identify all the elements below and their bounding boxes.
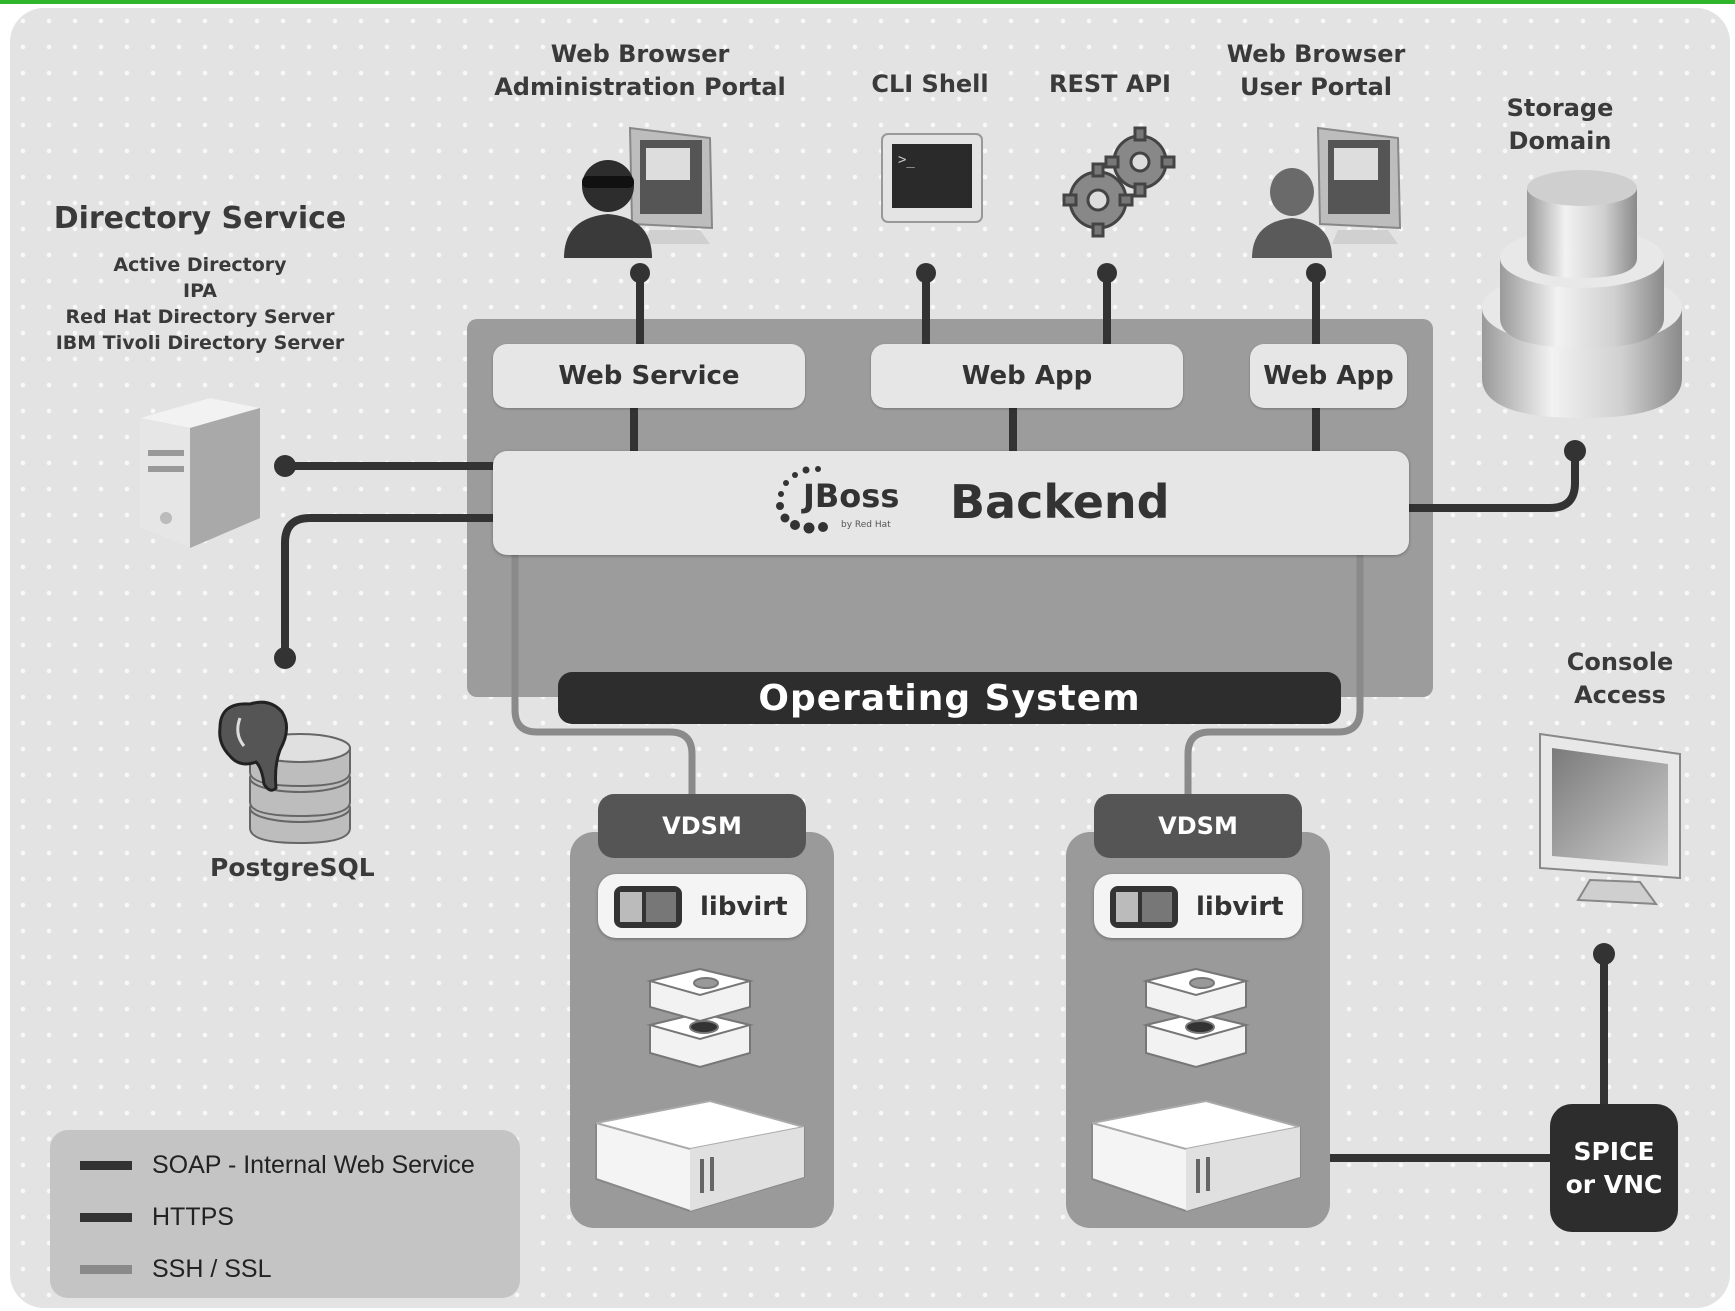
user-monitor-icon xyxy=(1252,126,1402,258)
admin-user-monitor-icon xyxy=(564,126,714,258)
ssh-line-host-1 xyxy=(511,555,696,794)
admin-portal-label-line-2: Administration Portal xyxy=(494,73,786,101)
web-service-label: Web Service xyxy=(558,361,740,391)
storage-label-line-1: Storage xyxy=(1506,94,1614,122)
web-app-label-2: Web App xyxy=(1263,361,1394,391)
rest-api-label: REST API xyxy=(1049,70,1171,98)
libvirt-1: libvirt xyxy=(598,874,806,938)
legend-item-soap: SOAP - Internal Web Service xyxy=(80,1150,475,1180)
console-label-line-1: Console xyxy=(1566,648,1674,676)
console-monitor-icon xyxy=(1539,732,1681,906)
gears-icon xyxy=(1062,126,1176,238)
user-portal-label-line-1: Web Browser xyxy=(1226,40,1406,68)
backend-box: JBoss by Red Hat Backend xyxy=(493,451,1409,555)
libvirt-2-icon xyxy=(1110,886,1178,928)
legend: SOAP - Internal Web Service HTTPS SSH / … xyxy=(50,1130,520,1298)
legend-label-soap: SOAP - Internal Web Service xyxy=(152,1150,475,1179)
postgres-line xyxy=(281,514,497,662)
backend-label: Backend xyxy=(950,475,1170,529)
legend-label-https: HTTPS xyxy=(152,1202,234,1231)
libvirt-1-icon xyxy=(614,886,682,928)
admin-portal-label: Web Browser Administration Portal xyxy=(490,38,790,104)
architecture-diagram: Web Service Web App Web App JBoss by Red… xyxy=(10,8,1730,1308)
directory-item-ipa: IPA xyxy=(183,280,217,302)
console-access-label: Console Access xyxy=(1530,646,1710,712)
libvirt-1-label: libvirt xyxy=(700,892,788,922)
admin-portal-label-line-1: Web Browser xyxy=(550,40,730,68)
storage-line xyxy=(1405,447,1579,512)
vm-stack-1-icon xyxy=(646,967,754,1069)
legend-swatch-ssh xyxy=(80,1264,132,1274)
legend-swatch-https xyxy=(80,1212,132,1222)
libvirt-2: libvirt xyxy=(1094,874,1302,938)
vdsm-1: VDSM xyxy=(598,794,806,858)
postgresql-label: PostgreSQL xyxy=(210,853,375,882)
user-portal-label-line-2: User Portal xyxy=(1239,73,1393,101)
top-accent-bar xyxy=(0,0,1735,4)
storage-cylinder-icon xyxy=(1482,170,1682,418)
directory-service-title: Directory Service xyxy=(53,201,347,236)
jboss-text: JBoss xyxy=(801,477,899,515)
vdsm-2-label: VDSM xyxy=(1158,812,1238,840)
vdsm-1-label: VDSM xyxy=(662,812,742,840)
directory-item-ibm-tivoli: IBM Tivoli Directory Server xyxy=(55,332,345,354)
spice-vnc-box: SPICE or VNC xyxy=(1550,1104,1678,1232)
os-label: Operating System xyxy=(758,677,1141,719)
directory-server-icon xyxy=(140,398,260,548)
web-app-box-2: Web App xyxy=(1250,344,1407,408)
connection-lines xyxy=(274,263,1615,1162)
spice-label-line-2: or VNC xyxy=(1565,1170,1663,1199)
legend-item-https: HTTPS xyxy=(80,1202,234,1232)
web-service-box: Web Service xyxy=(493,344,805,408)
legend-label-ssh: SSH / SSL xyxy=(152,1254,272,1283)
host-2-server-icon xyxy=(1091,1099,1301,1213)
libvirt-2-label: libvirt xyxy=(1196,892,1284,922)
user-portal-label: Web Browser User Portal xyxy=(1196,38,1436,104)
cli-shell-label: CLI Shell xyxy=(871,70,989,98)
ssh-line-host-2 xyxy=(1184,555,1364,794)
jboss-logo: JBoss by Red Hat xyxy=(776,466,899,534)
jboss-byline: by Red Hat xyxy=(841,520,891,530)
svg-text:>_: >_ xyxy=(898,152,915,168)
console-label-line-2: Access xyxy=(1574,681,1666,709)
directory-item-red-hat: Red Hat Directory Server xyxy=(65,306,335,328)
storage-label-line-2: Domain xyxy=(1508,127,1612,155)
spice-label-line-1: SPICE xyxy=(1573,1137,1655,1166)
storage-domain-label: Storage Domain xyxy=(1480,92,1640,158)
host-1-server-icon xyxy=(595,1099,805,1213)
legend-item-ssh: SSH / SSL xyxy=(80,1254,272,1284)
operating-system-bar: Operating System xyxy=(558,672,1341,724)
vdsm-2: VDSM xyxy=(1094,794,1302,858)
directory-service-list: Active Directory IPA Red Hat Directory S… xyxy=(40,252,360,356)
terminal-icon: >_ xyxy=(881,133,983,223)
web-app-box: Web App xyxy=(871,344,1183,408)
vm-stack-2-icon xyxy=(1142,967,1250,1069)
legend-swatch-soap xyxy=(80,1160,132,1170)
postgresql-icon xyxy=(218,700,351,845)
directory-item-active-directory: Active Directory xyxy=(113,254,287,276)
web-app-label: Web App xyxy=(961,361,1093,391)
